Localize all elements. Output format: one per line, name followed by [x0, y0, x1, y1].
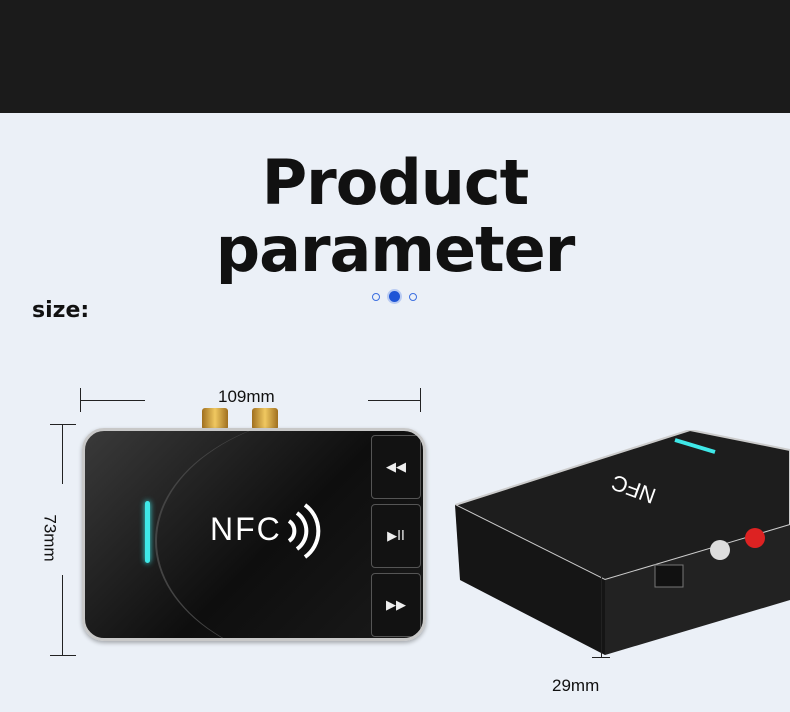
pager-dot[interactable]	[372, 292, 380, 301]
section-label: size:	[32, 298, 90, 323]
pager-dot[interactable]	[409, 292, 417, 301]
depth-label: 29mm	[552, 676, 600, 695]
page-title-line2: parameter	[215, 213, 576, 286]
decor-arc	[155, 431, 423, 638]
width-label: 109mm	[218, 387, 275, 406]
play-pause-icon: ▶II	[387, 528, 405, 544]
dimension-tick	[592, 657, 610, 658]
dimension-tick	[420, 388, 421, 412]
pager-dot-active[interactable]	[389, 291, 400, 302]
dimension-line	[62, 575, 63, 655]
nfc-label: NFC	[210, 511, 282, 547]
height-label: 73mm	[40, 514, 60, 562]
rewind-button: ◀◀	[371, 435, 421, 499]
fast-forward-button: ▶▶	[371, 573, 421, 637]
dimension-line	[62, 424, 63, 484]
pager-dots	[372, 291, 417, 302]
device-front-view: NFC ◀◀ ▶II ▶▶	[82, 428, 426, 641]
dimension-tick	[50, 655, 76, 656]
top-bar	[0, 0, 790, 113]
dimension-tick	[50, 424, 76, 425]
rca-jack	[252, 408, 278, 430]
play-pause-button: ▶II	[371, 504, 421, 568]
nfc-waves-icon	[287, 503, 321, 559]
dimension-line	[80, 400, 145, 401]
dimension-line	[368, 400, 420, 401]
status-led	[145, 501, 150, 563]
device-side-view: NFC	[455, 430, 790, 655]
page-title-line1: Product	[261, 146, 530, 219]
dimension-line	[601, 575, 602, 657]
rca-jack	[202, 408, 228, 430]
rewind-icon: ◀◀	[386, 459, 406, 475]
fast-forward-icon: ▶▶	[386, 597, 406, 613]
